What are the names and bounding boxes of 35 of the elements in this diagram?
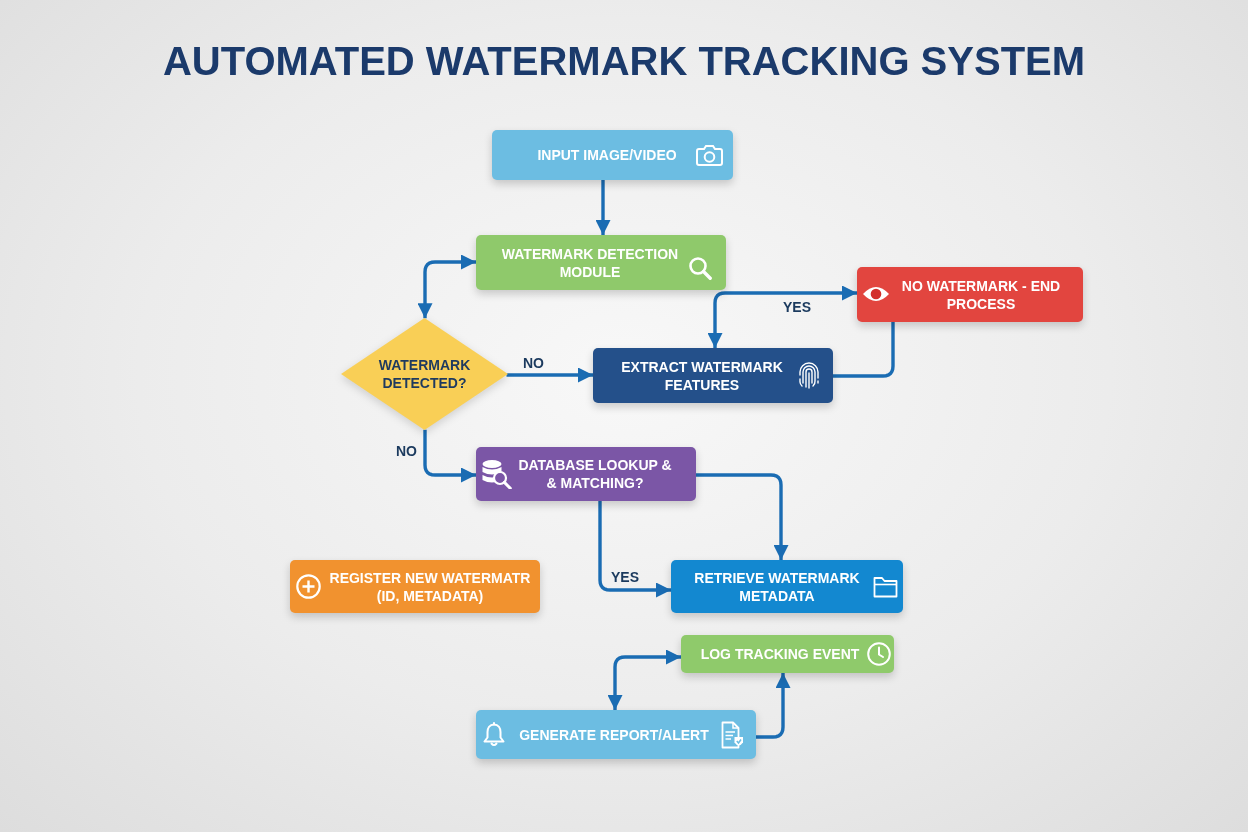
process-box <box>857 267 1083 322</box>
arrow <box>595 180 611 235</box>
node-label: REGISTER NEW WATERMATR (ID, METADATA) <box>328 568 532 605</box>
arrow <box>607 649 681 710</box>
process-box <box>593 348 833 403</box>
arrow <box>756 673 791 739</box>
node-label: EXTRACT WATERMARK FEATURES <box>620 357 784 394</box>
arrow <box>506 367 593 383</box>
edge-label: NO <box>523 355 544 371</box>
diagram-title: AUTOMATED WATERMARK TRACKING SYSTEM <box>162 38 1086 84</box>
process-box <box>492 130 733 180</box>
node-label: INPUT IMAGE/VIDEO <box>537 146 677 164</box>
node-label: DATABASE LOOKUP & & MATCHING? <box>517 456 673 492</box>
process-box <box>290 560 540 613</box>
node-label: WATERMARK DETECTION MODULE <box>500 244 680 281</box>
edge-label: NO <box>396 443 417 459</box>
arrow <box>696 473 789 560</box>
arrow <box>417 254 476 319</box>
edge-label: YES <box>783 299 811 315</box>
connector-line <box>833 322 895 378</box>
node-label: NO WATERMARK - END PROCESS <box>900 276 1062 313</box>
decision-diamond <box>341 318 508 430</box>
node-label: RETRIEVE WATERMARK METADATA <box>693 568 861 605</box>
process-box <box>476 710 756 759</box>
arrow <box>423 429 476 483</box>
process-box <box>476 447 696 501</box>
node-label: LOG TRACKING EVENT <box>700 645 860 663</box>
edge-label: YES <box>611 569 639 585</box>
node-label: GENERATE REPORT/ALERT <box>519 725 709 744</box>
arrow <box>598 501 671 598</box>
process-box <box>476 235 726 290</box>
process-box <box>671 560 903 613</box>
arrow <box>707 285 857 348</box>
process-box <box>681 635 894 673</box>
node-label: WATERMARK DETECTED? <box>377 356 472 392</box>
